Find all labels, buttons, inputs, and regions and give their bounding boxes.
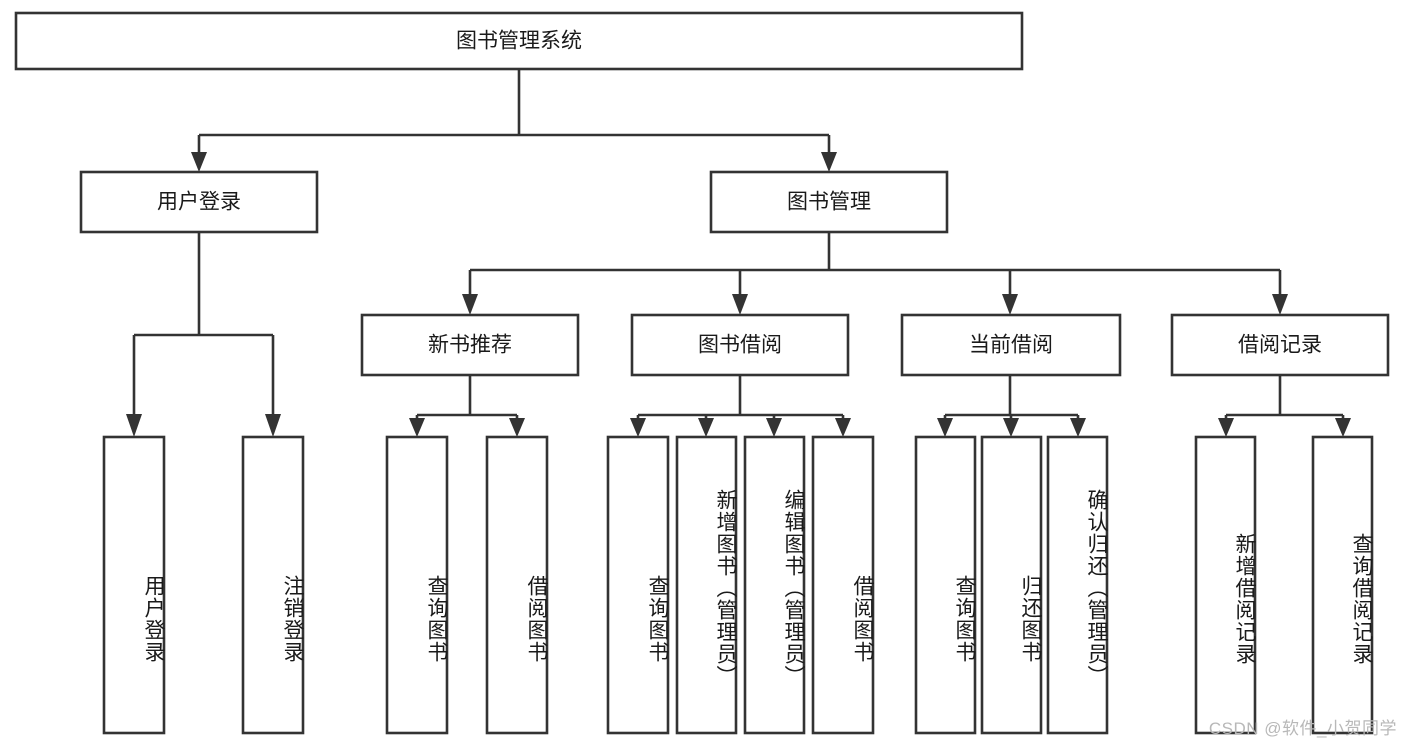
arrow-head-leaf-query-borrow-record: [1335, 418, 1351, 437]
node-leaf-query-book-cur-box[interactable]: [914, 435, 977, 735]
node-user-login-label: 用户登录: [157, 191, 241, 214]
arrow-head-leaf-borrow-book: [835, 418, 851, 437]
node-current-borrow-label: 当前借阅: [969, 334, 1053, 357]
node-leaf-return-book-box[interactable]: [980, 435, 1043, 735]
node-leaf-add-borrow-record-box[interactable]: [1194, 435, 1257, 735]
node-leaf-logout-login-box[interactable]: [241, 435, 305, 735]
node-book-manage-label: 图书管理: [787, 191, 871, 214]
node-current-borrow-box[interactable]: [900, 313, 1122, 377]
node-leaf-borrow-book-rec-box[interactable]: [485, 435, 549, 735]
node-user-login-box[interactable]: [79, 170, 319, 234]
arrow-head-borrow-record: [1272, 294, 1288, 315]
csdn-watermark: CSDN @软件_小贺同学: [1208, 719, 1397, 738]
arrow-head-current-borrow: [1002, 294, 1018, 315]
arrow-head-leaf-query-book-cur: [937, 418, 953, 437]
node-root-label: 图书管理系统: [456, 30, 582, 53]
node-book-borrow-label: 图书借阅: [698, 334, 782, 357]
node-layer: 图书管理系统 用户登录 图书管理 新书推荐 图书借阅 当前借阅 借阅记录: [14, 11, 1390, 735]
arrow-head-user-login: [191, 152, 207, 172]
arrow-head-leaf-confirm-return-admin: [1070, 418, 1086, 437]
arrow-head-new-book-rec: [462, 294, 478, 315]
node-leaf-query-book-borrow-box[interactable]: [606, 435, 670, 735]
arrow-head-book-manage: [821, 152, 837, 172]
node-root-box[interactable]: [14, 11, 1024, 71]
arrow-head-leaf-user-login: [126, 414, 142, 437]
node-borrow-record-box[interactable]: [1170, 313, 1390, 377]
arrow-head-leaf-borrow-book-rec: [509, 418, 525, 437]
node-leaf-user-login-box[interactable]: [102, 435, 166, 735]
arrow-head-leaf-query-book-borrow: [630, 418, 646, 437]
arrow-head-leaf-logout-login: [265, 414, 281, 437]
arrow-head-leaf-return-book: [1003, 418, 1019, 437]
node-leaf-confirm-return-admin-box[interactable]: [1046, 435, 1109, 735]
arrow-head-leaf-query-book-rec: [409, 418, 425, 437]
arrow-head-leaf-edit-book-admin: [766, 418, 782, 437]
arrow-head-book-borrow: [732, 294, 748, 315]
node-book-manage-box[interactable]: [709, 170, 949, 234]
node-new-book-rec-box[interactable]: [360, 313, 580, 377]
node-leaf-borrow-book-box[interactable]: [811, 435, 875, 735]
node-new-book-rec-label: 新书推荐: [428, 334, 512, 357]
arrow-head-leaf-add-book-admin: [698, 418, 714, 437]
node-leaf-query-book-rec-box[interactable]: [385, 435, 449, 735]
node-borrow-record-label: 借阅记录: [1238, 334, 1322, 357]
arrow-head-leaf-add-borrow-record: [1218, 418, 1234, 437]
node-book-borrow-box[interactable]: [630, 313, 850, 377]
node-leaf-add-book-admin-box[interactable]: [675, 435, 738, 735]
connector-layer: [126, 69, 1351, 437]
node-leaf-query-borrow-record-box[interactable]: [1311, 435, 1374, 735]
node-leaf-edit-book-admin-box[interactable]: [743, 435, 806, 735]
